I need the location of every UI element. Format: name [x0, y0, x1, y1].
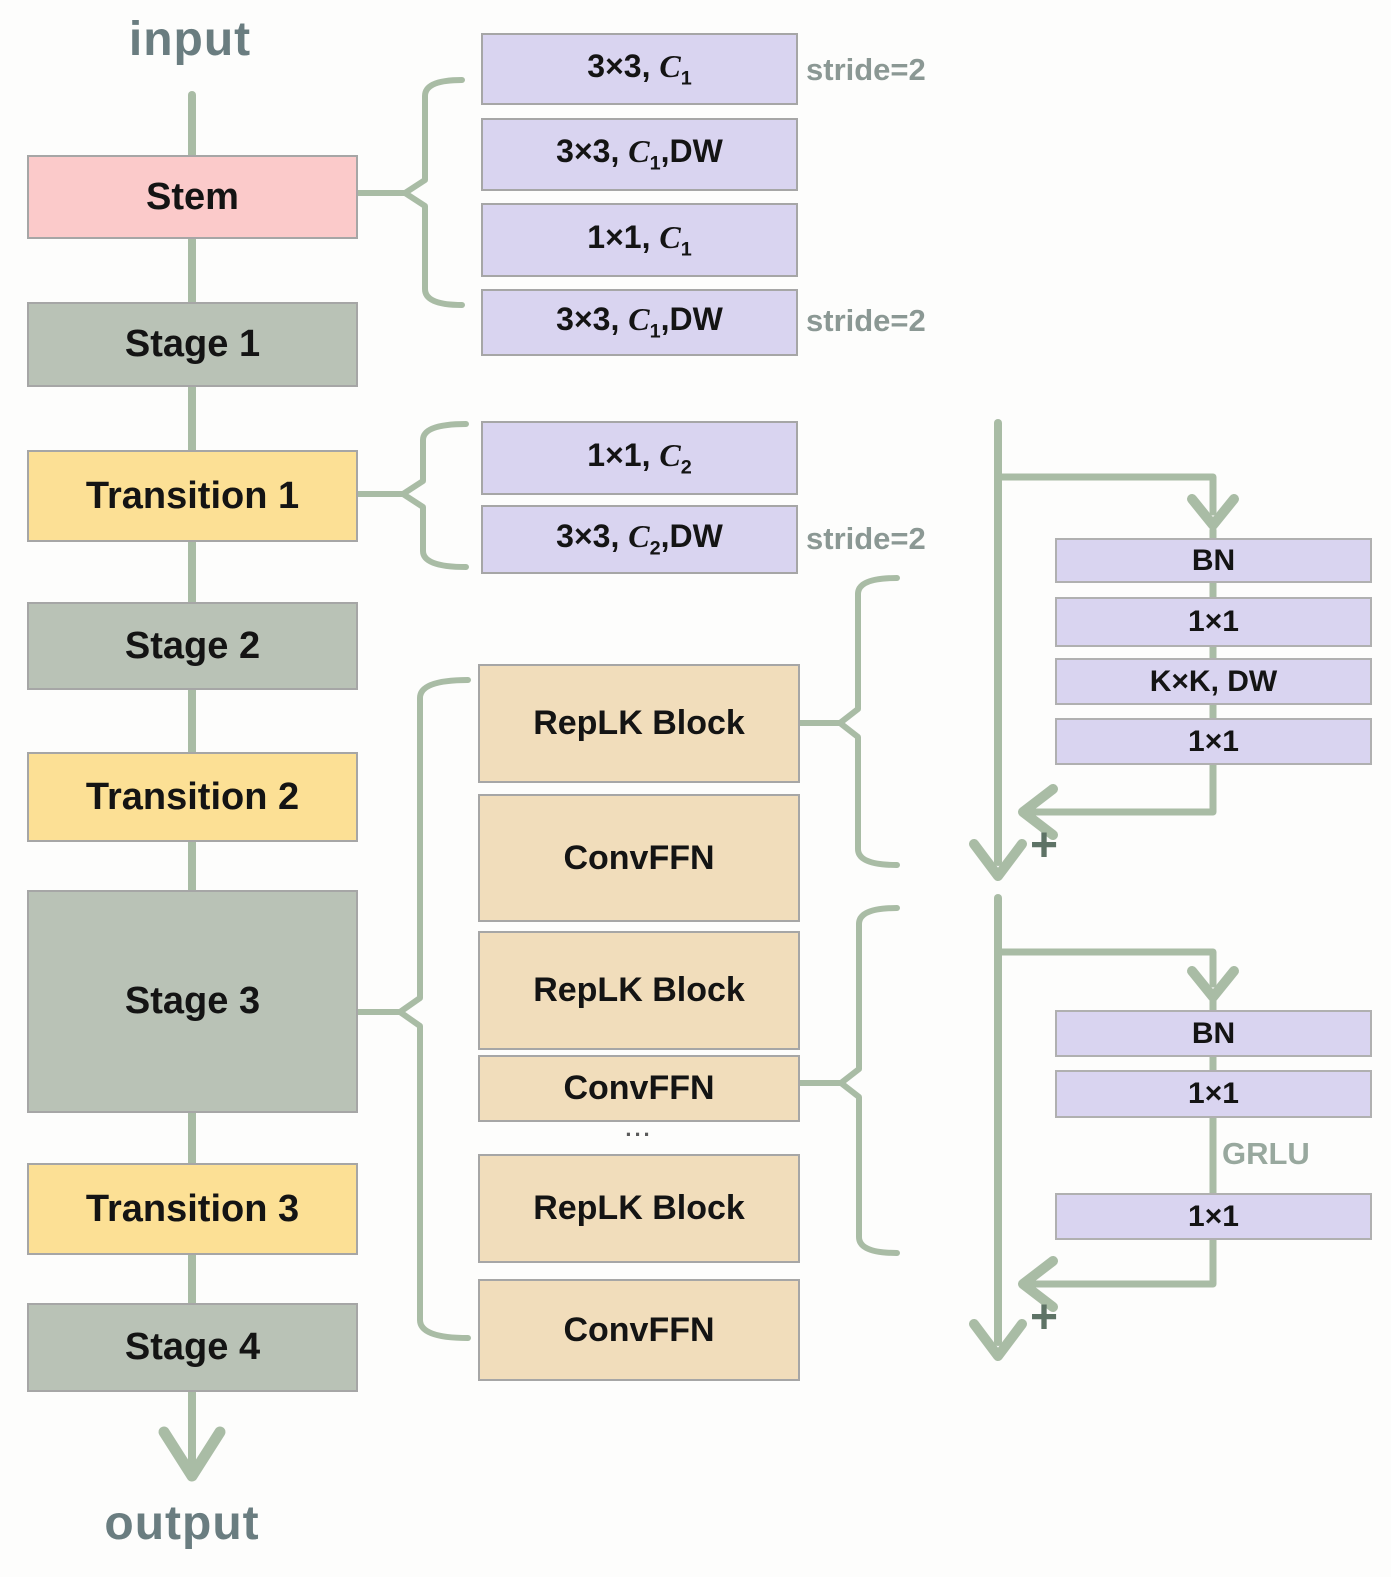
replk-block-box-2: RepLK Block: [478, 931, 800, 1050]
detail-box-1x1-b: 1×1: [1055, 718, 1372, 765]
conv-box-3x3-c1-dw: 3×3, C1,DW: [481, 118, 798, 191]
replk-branch-arrowhead-icon: [1187, 494, 1239, 530]
conv-box-1x1-c2: 1×1, C2: [481, 421, 798, 495]
flow-node-transition1: Transition 1: [27, 450, 358, 542]
flow-node-transition2: Transition 2: [27, 752, 358, 842]
flow-node-stem: Stem: [27, 155, 358, 239]
flow-node-stage2: Stage 2: [27, 602, 358, 690]
grlu-label: GRLU: [1222, 1136, 1310, 1171]
detail-box-bn-1: BN: [1055, 538, 1372, 583]
convffn-box-1: ConvFFN: [478, 794, 800, 922]
stage3-brace: [397, 677, 471, 1341]
conv-box-3x3-c2-dw: 3×3, C2,DW: [481, 505, 798, 574]
flow-node-stage3: Stage 3: [27, 890, 358, 1113]
detail-box-kxk-dw: K×K, DW: [1055, 658, 1372, 705]
convffn-return-arrowhead-icon: [1018, 1256, 1058, 1312]
convffn-detail-brace: [838, 905, 900, 1256]
replk-detail-brace: [837, 575, 900, 868]
flow-node-transition3: Transition 3: [27, 1163, 358, 1255]
conv-box-1x1-c1: 1×1, C1: [481, 203, 798, 277]
input-label: input: [128, 13, 252, 66]
stem-brace: [402, 77, 465, 308]
stride-label-3: stride=2: [806, 521, 926, 556]
replk-return-arrowhead-icon: [1018, 784, 1058, 840]
replk-return-line: [1026, 761, 1217, 816]
ellipsis: ...: [625, 1116, 653, 1141]
transition1-brace: [400, 421, 469, 570]
replk-block-box-1: RepLK Block: [478, 664, 800, 783]
convffn-return-line: [1026, 1236, 1217, 1288]
convffn-box-3: ConvFFN: [478, 1279, 800, 1381]
conv-box-3x3-c1: 3×3, C1: [481, 33, 798, 105]
convffn-branch-line: [994, 948, 1217, 988]
conv-box-3x3-c1-dw-2: 3×3, C1,DW: [481, 289, 798, 356]
detail-box-1x1-c: 1×1: [1055, 1070, 1372, 1118]
flow-node-stage4: Stage 4: [27, 1303, 358, 1392]
replk-branch-line: [994, 473, 1217, 516]
flow-node-stage1: Stage 1: [27, 302, 358, 387]
convffn-main-arrowhead-icon: [969, 1319, 1027, 1361]
output-label: output: [104, 1497, 260, 1550]
detail-box-bn-2: BN: [1055, 1010, 1372, 1057]
plus-sign-replk: +: [1030, 819, 1059, 872]
convffn-box-2: ConvFFN: [478, 1055, 800, 1122]
stride-label-2: stride=2: [806, 303, 926, 338]
output-arrowhead-icon: [158, 1426, 226, 1482]
replk-main-arrowhead-icon: [969, 839, 1027, 881]
replk-block-box-3: RepLK Block: [478, 1154, 800, 1263]
detail-box-1x1-d: 1×1: [1055, 1193, 1372, 1240]
plus-sign-convffn: +: [1030, 1291, 1059, 1344]
detail-box-1x1-a: 1×1: [1055, 597, 1372, 647]
stride-label-1: stride=2: [806, 52, 926, 87]
